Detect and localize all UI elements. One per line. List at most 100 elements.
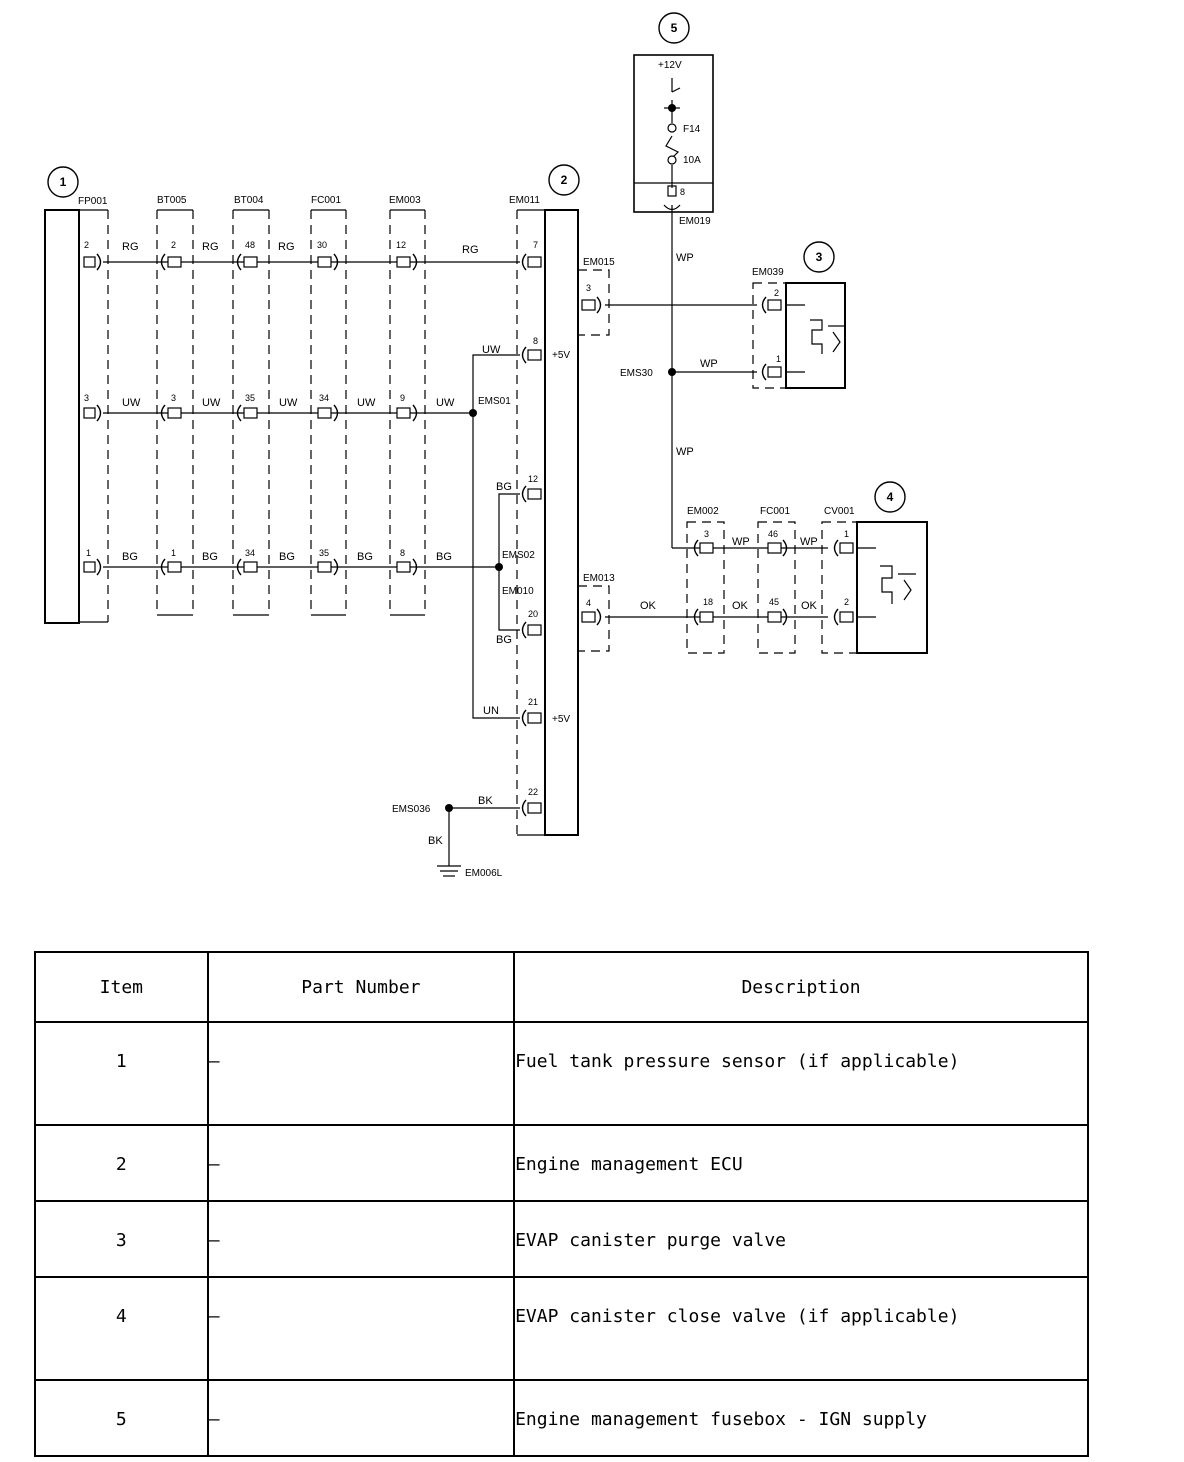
wire-uw-3: UW	[279, 397, 298, 409]
callout-2: 2	[561, 173, 568, 187]
label-fc001-a: FC001	[311, 195, 341, 206]
cell-description: EVAP canister close valve (if applicable…	[513, 1276, 1089, 1381]
splice-ems02-dot	[495, 563, 503, 571]
label-em011: EM011	[509, 195, 540, 206]
pin-fc-34: 34	[319, 393, 329, 403]
pin-bt4-48: 48	[245, 240, 255, 250]
label-ecu-5v-a: +5V	[552, 350, 570, 361]
label-fuse-10a: 10A	[683, 155, 701, 166]
label-fp001: FP001	[78, 196, 108, 207]
pin-fc-35: 35	[319, 548, 329, 558]
pin-ecu-8: 8	[533, 336, 538, 346]
wire-uw-5: UW	[436, 397, 455, 409]
callout-5: 5	[671, 21, 678, 35]
callout-1: 1	[60, 175, 67, 189]
cell-item: 1	[34, 1021, 209, 1126]
label-ems02: EMS02	[502, 550, 535, 561]
pin-bt5-2: 2	[171, 240, 176, 250]
label-em002: EM002	[687, 506, 719, 517]
cell-item: 5	[34, 1379, 209, 1457]
splice-ems01-dot	[469, 409, 477, 417]
label-em006l: EM006L	[465, 868, 503, 879]
wire-bg-4: BG	[357, 551, 373, 563]
component-1-body	[44, 209, 80, 624]
header-part-number: Part Number	[206, 951, 516, 1023]
label-ems01: EMS01	[478, 396, 511, 407]
wire-uw-4: UW	[357, 397, 376, 409]
pin-bt5-3: 3	[171, 393, 176, 403]
fusebox-body	[633, 54, 714, 213]
wire-bg-1: BG	[122, 551, 138, 563]
label-em015: EM015	[583, 257, 615, 268]
callout-3: 3	[816, 250, 823, 264]
pin-em15-3: 3	[586, 283, 591, 293]
wire-ok-1: OK	[640, 600, 657, 612]
label-cv001: CV001	[824, 506, 855, 517]
wire-ok-3: OK	[801, 600, 818, 612]
close-valve-body	[856, 521, 928, 654]
pin-ecu-20: 20	[528, 609, 538, 619]
label-ems036: EMS036	[392, 804, 431, 815]
cell-part-number: –	[206, 1021, 516, 1126]
label-em039: EM039	[752, 267, 784, 278]
table-header-row: Item Part Number Description	[34, 951, 1089, 1023]
pin-em2-3: 3	[704, 529, 709, 539]
ecu-body	[544, 209, 579, 836]
pin-fp-3: 3	[84, 393, 89, 403]
pin-ecu-7: 7	[533, 240, 538, 250]
cell-description: Engine management fusebox - IGN supply	[513, 1379, 1089, 1457]
pin-bt4-35: 35	[245, 393, 255, 403]
label-em019: EM019	[679, 216, 711, 227]
cell-part-number: –	[206, 1379, 516, 1457]
wire-bg-2: BG	[202, 551, 218, 563]
wire-ok-2: OK	[732, 600, 749, 612]
label-em003: EM003	[389, 195, 421, 206]
label-em013: EM013	[583, 573, 615, 584]
pin-em13-4: 4	[586, 598, 591, 608]
wire-wp-4: WP	[732, 536, 750, 548]
wire-bg-6: BG	[496, 481, 512, 493]
pin-em39-2: 2	[774, 288, 779, 298]
pin-fc2-46: 46	[768, 529, 778, 539]
wire-bk-2: BK	[428, 835, 443, 847]
wire-wp-2: WP	[700, 358, 718, 370]
wire-rg-1: RG	[122, 241, 139, 253]
wire-uw-6: UW	[482, 344, 501, 356]
label-fc001-b: FC001	[760, 506, 790, 517]
wire-uw-2: UW	[202, 397, 221, 409]
cell-part-number: –	[206, 1200, 516, 1278]
cell-part-number: –	[206, 1276, 516, 1381]
table-row: 5 – Engine management fusebox - IGN supp…	[34, 1379, 1089, 1457]
wire-bg-7: BG	[496, 634, 512, 646]
splice-ems036-dot	[445, 804, 453, 812]
cell-description: EVAP canister purge valve	[513, 1200, 1089, 1278]
wire-bg-3: BG	[279, 551, 295, 563]
cell-description: Engine management ECU	[513, 1124, 1089, 1202]
wire-wp-5: WP	[800, 536, 818, 548]
cell-item: 3	[34, 1200, 209, 1278]
table-row: 4 – EVAP canister close valve (if applic…	[34, 1276, 1089, 1381]
parts-table: Item Part Number Description 1 – Fuel ta…	[34, 951, 1089, 1457]
pin-em19-8: 8	[680, 187, 685, 197]
cell-item: 4	[34, 1276, 209, 1381]
pin-fc2-45: 45	[769, 597, 779, 607]
pin-em3-9: 9	[400, 393, 405, 403]
pin-ecu-12: 12	[528, 474, 538, 484]
pin-ecu-22: 22	[528, 787, 538, 797]
wire-rg-3: RG	[278, 241, 295, 253]
wire-rg-4: RG	[462, 244, 479, 256]
wire-bg-5: BG	[436, 551, 452, 563]
cell-description: Fuel tank pressure sensor (if applicable…	[513, 1021, 1089, 1126]
label-fusebox-12v: +12V	[658, 60, 682, 71]
pin-em39-1: 1	[776, 354, 781, 364]
pin-fp-1: 1	[86, 548, 91, 558]
wiring-diagram: 1 2 5 3 4 FP001 BT005 BT004 FC001 EM003 …	[44, 12, 928, 879]
pin-bt4-34: 34	[245, 548, 255, 558]
header-item: Item	[34, 951, 209, 1023]
pin-bt5-1: 1	[171, 548, 176, 558]
label-bt005: BT005	[157, 195, 187, 206]
wire-uw-1: UW	[122, 397, 141, 409]
label-fuse-f14: F14	[683, 124, 701, 135]
pin-fp-2: 2	[84, 240, 89, 250]
cell-part-number: –	[206, 1124, 516, 1202]
